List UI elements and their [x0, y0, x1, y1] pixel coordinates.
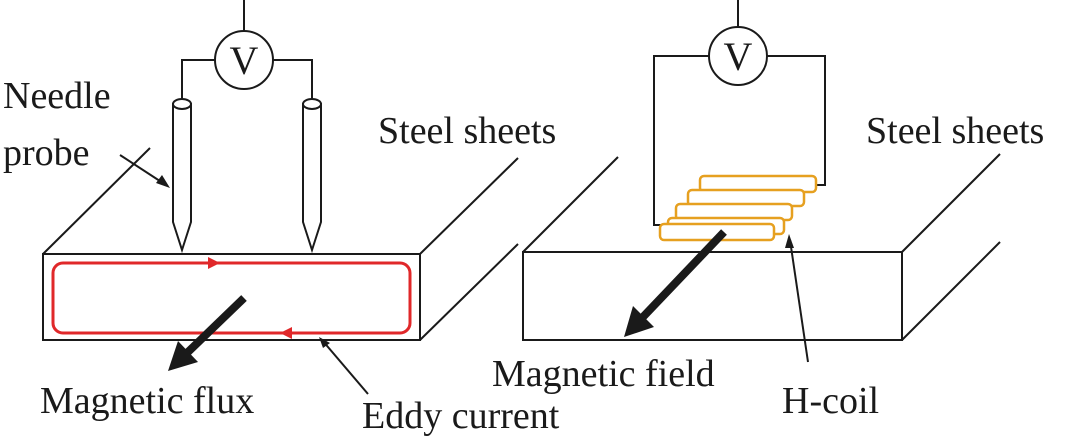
right-steel-block [522, 153, 1001, 341]
label-magnetic-flux: Magnetic flux [40, 380, 254, 422]
label-eddy-current: Eddy current [362, 395, 560, 437]
voltmeter-icon: V [214, 30, 274, 90]
label-steel-left: Steel sheets [378, 110, 556, 152]
left-steel-block [42, 147, 519, 341]
h-coil-icon [658, 174, 818, 242]
voltmeter-symbol: V [724, 34, 753, 79]
eddy-leader [321, 339, 369, 395]
label-needle: Needle [3, 75, 111, 117]
left-panel: V [3, 0, 560, 437]
voltmeter-symbol: V [230, 38, 259, 83]
needle-probe-icon [302, 98, 322, 254]
eddy-arrow-left [280, 327, 292, 339]
label-h-coil: H-coil [782, 380, 879, 422]
eddy-current-loop [51, 257, 412, 339]
label-probe: probe [3, 132, 90, 174]
right-panel: V Steel sheets Magnetic fi [492, 0, 1044, 422]
hcoil-leader [785, 234, 809, 363]
label-magnetic-field: Magnetic field [492, 353, 715, 395]
needle-probe-icon [172, 98, 192, 254]
voltmeter-icon: V [708, 26, 768, 86]
right-voltmeter-wiring [653, 0, 826, 226]
arrow-icon [168, 295, 247, 371]
eddy-arrow-right [208, 257, 220, 269]
arrow-icon [624, 229, 727, 337]
label-steel-right: Steel sheets [866, 110, 1044, 152]
left-leader-lines [119, 154, 369, 395]
